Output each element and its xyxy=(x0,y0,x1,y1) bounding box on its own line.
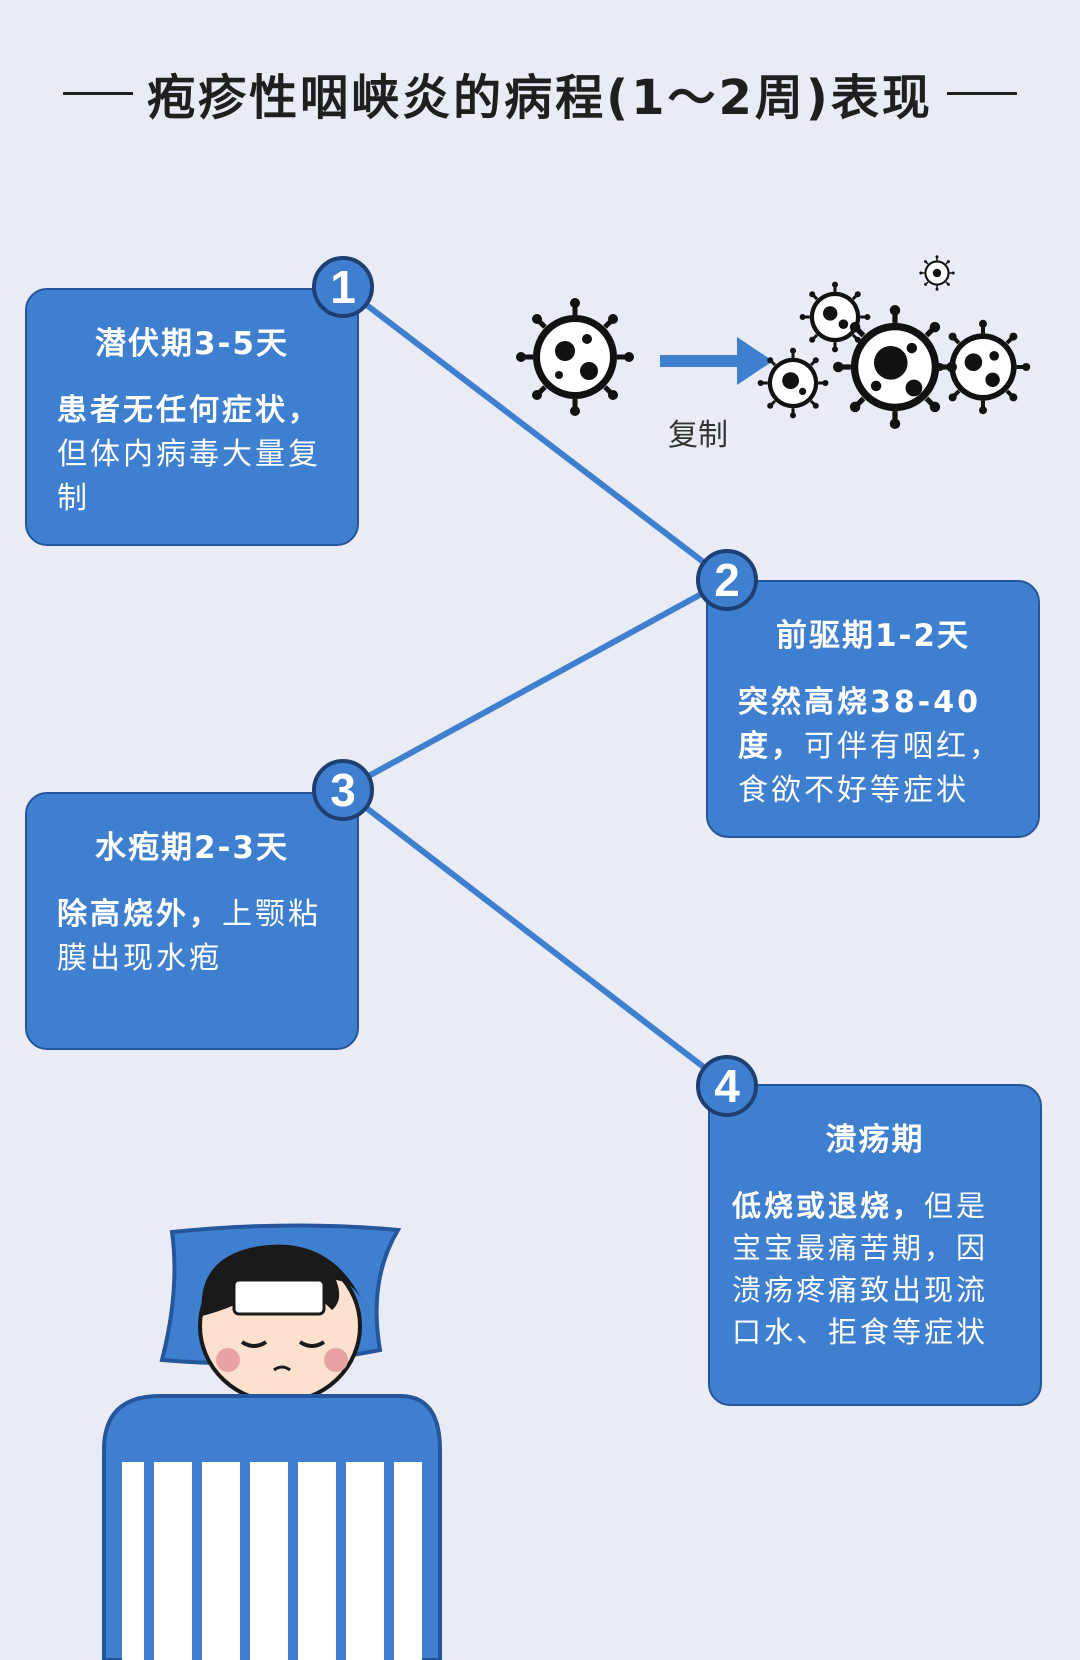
stage-description: 低烧或退烧，但是宝宝最痛苦期，因溃疡疼痛致出现流口水、拒食等症状 xyxy=(732,1189,989,1349)
timeline-line-3-4 xyxy=(341,787,729,1088)
stage-description: 突然高烧38-40度，可伴有咽红，食欲不好等症状 xyxy=(738,685,1002,808)
page-title: 疱疹性咽峡炎的病程(1～2周)表现 xyxy=(0,58,1080,128)
stage-number-badge: 2 xyxy=(696,549,758,611)
stage-card-1: 潜伏期3-5天 患者无任何症状，但体内病毒大量复制 xyxy=(25,288,359,546)
stage-description: 患者无任何症状，但体内病毒大量复制 xyxy=(57,393,321,516)
stage-title: 前驱期1-2天 xyxy=(775,618,970,654)
stage-number-badge: 3 xyxy=(312,759,374,821)
stage-number-badge: 1 xyxy=(312,256,374,318)
stage-card-3: 水疱期2-3天 除高烧外，上颚粘膜出现水疱 xyxy=(25,792,359,1050)
replication-label: 复制 xyxy=(668,418,728,453)
stage-description: 除高烧外，上颚粘膜出现水疱 xyxy=(57,897,321,976)
stage-card-4: 溃疡期 低烧或退烧，但是宝宝最痛苦期，因溃疡疼痛致出现流口水、拒食等症状 xyxy=(708,1084,1042,1406)
sick-child-illustration xyxy=(102,1223,442,1660)
title-rule-left xyxy=(63,91,134,95)
title-rule-right xyxy=(946,91,1017,95)
arrow-right-icon xyxy=(660,337,773,385)
stage-title: 溃疡期 xyxy=(825,1122,925,1158)
stage-title: 潜伏期3-5天 xyxy=(94,326,289,362)
stage-title: 水疱期2-3天 xyxy=(94,830,289,866)
virus-replication-illustration xyxy=(515,255,1035,455)
title-text: 疱疹性咽峡炎的病程(1～2周)表现 xyxy=(147,70,933,126)
virus-icon xyxy=(516,298,634,416)
timeline-line-1-2 xyxy=(341,284,729,583)
virus-cluster-icon xyxy=(756,255,1031,429)
stage-number-badge: 4 xyxy=(696,1055,758,1117)
timeline-line-2-3 xyxy=(341,577,729,793)
stage-card-2: 前驱期1-2天 突然高烧38-40度，可伴有咽红，食欲不好等症状 xyxy=(706,580,1040,838)
